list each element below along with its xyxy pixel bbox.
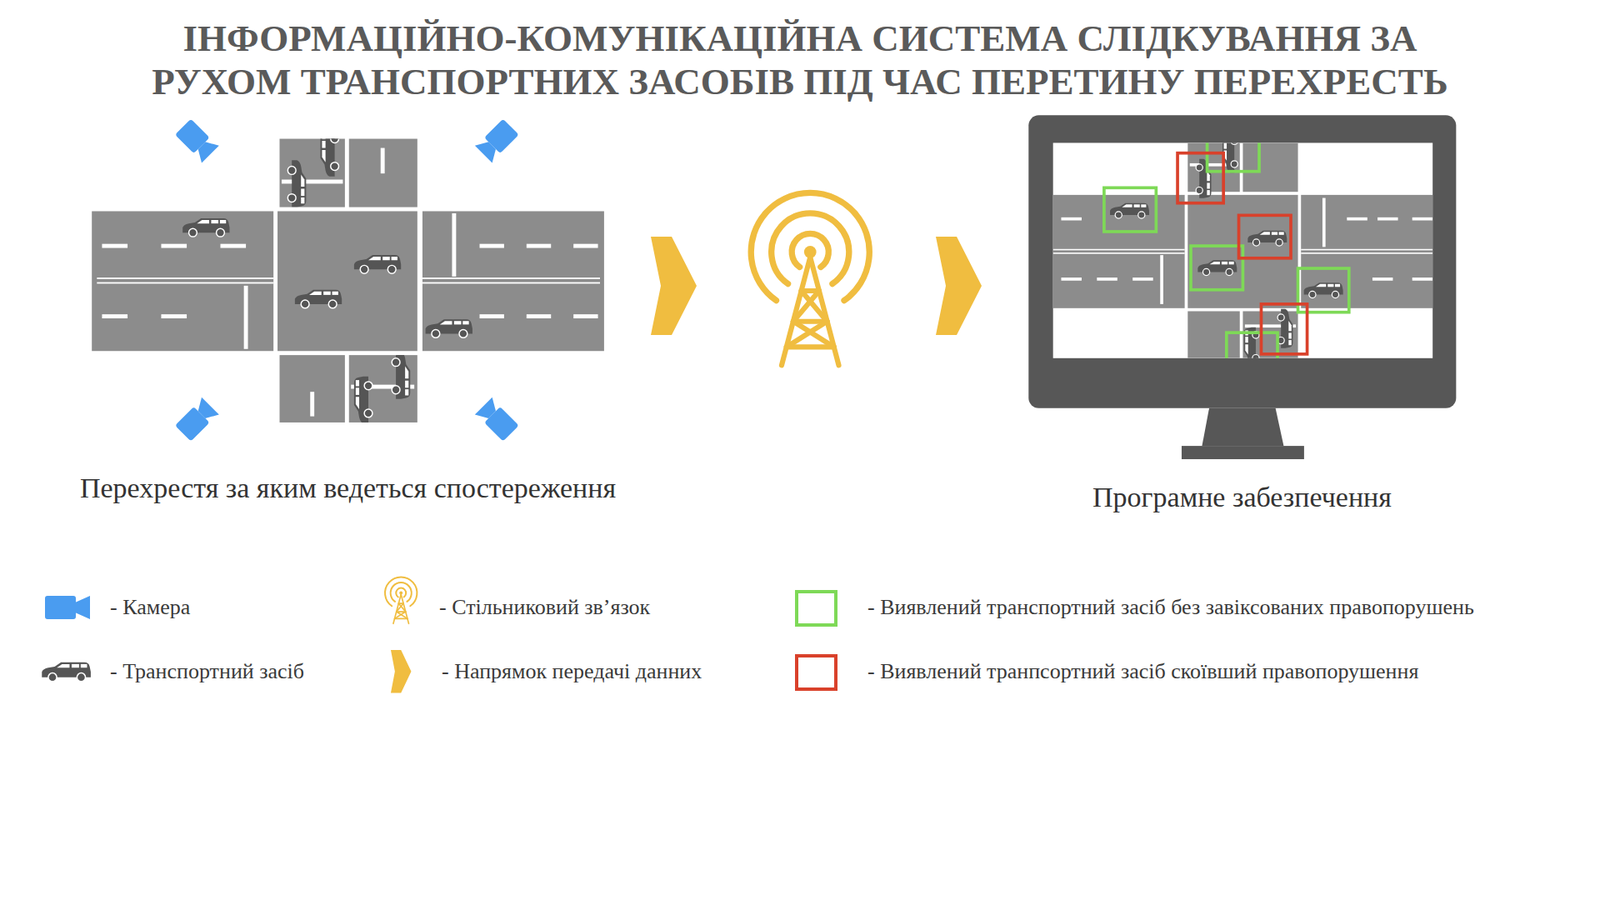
legend-icons: [41, 576, 417, 693]
legend-text: - Камера: [110, 594, 190, 621]
camera-lens: [75, 595, 90, 620]
panel-caption: Програмне забезпечення: [1092, 480, 1392, 515]
cell-tower: [750, 192, 870, 365]
monitor: [1028, 115, 1456, 460]
data-flow-arrow: [650, 236, 982, 335]
illustration-panel: Перехрестя за яким ведеться спостереженн…: [91, 119, 605, 450]
arrow-chevron: [650, 236, 697, 335]
legend-text: - Виявлений транпсортний засіб скоївший …: [867, 658, 1419, 685]
camera-body: [45, 595, 76, 620]
legend-swatch: [795, 654, 838, 691]
camera-swatch: [45, 594, 92, 621]
diagram-title: ІНФОРМАЦІЙНО-КОМУНІКАЦІЙНА СИСТЕМА СЛІДК…: [116, 16, 1484, 104]
legend-text: - Виявлений транспортний засіб без завік…: [867, 594, 1475, 621]
legend-text: - Стільниковий зв’язок: [439, 594, 650, 621]
arrow-chevron: [935, 236, 982, 335]
camera-icon: [174, 118, 520, 443]
legend-text: - Напрямок передачі данних: [441, 658, 702, 685]
intersection-drawing: [91, 130, 605, 425]
panel-caption: Перехрестя за яким ведеться спостереженн…: [80, 471, 616, 505]
legend-text: - Транспортний засіб: [110, 658, 305, 685]
illustration-panel: Програмне забезпечення: [1028, 115, 1456, 460]
legend-swatch: [795, 590, 838, 627]
